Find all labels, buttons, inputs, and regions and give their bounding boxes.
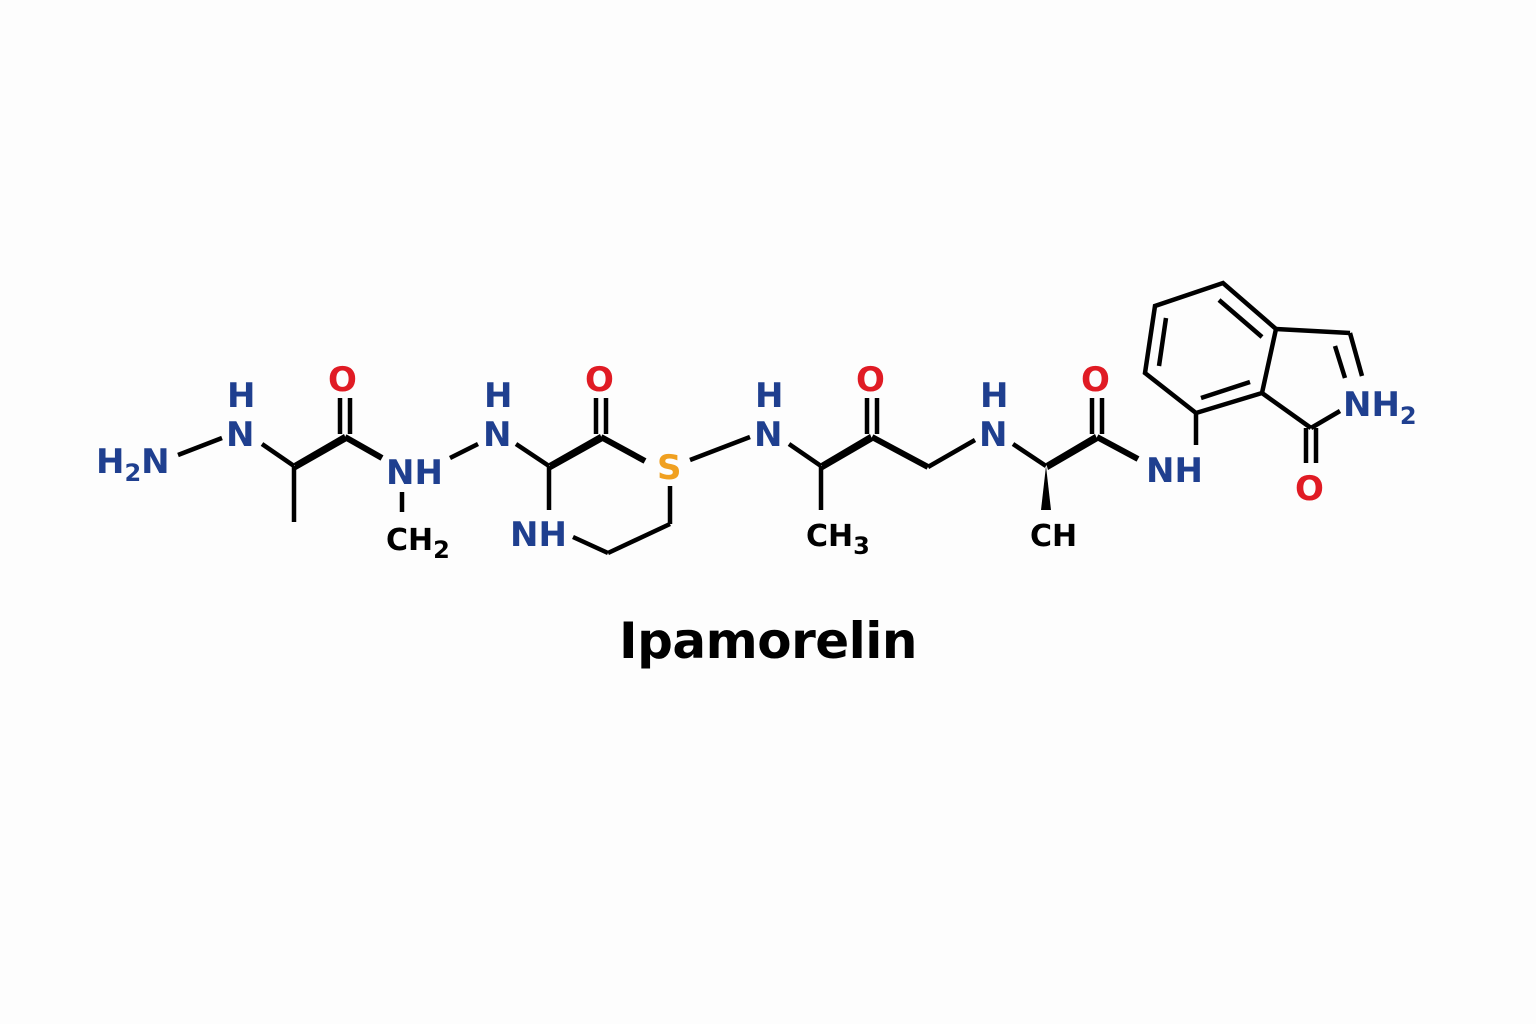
atom-nh-1-h: H xyxy=(227,376,255,416)
bonds xyxy=(177,280,1365,556)
atom-nh-3-n: N xyxy=(483,415,511,455)
atom-o-5: O xyxy=(1295,469,1324,509)
atom-o-4: O xyxy=(1081,360,1110,400)
atom-labels: H2N H N O NH CH2 H N O S NH H N O CH3 H … xyxy=(96,360,1417,564)
atom-ch2: CH2 xyxy=(386,523,450,564)
atom-o-3: O xyxy=(856,360,885,400)
atom-nh-ring: NH xyxy=(510,515,567,555)
atom-nh-3-h: H xyxy=(484,376,512,416)
atom-o-1: O xyxy=(328,360,357,400)
compound-name-title: Ipamorelin xyxy=(618,612,918,670)
atom-s: S xyxy=(657,448,682,488)
atom-nh-5-h: H xyxy=(980,376,1008,416)
atom-nh-4-n: N xyxy=(754,415,782,455)
atom-nh-1-n: N xyxy=(226,415,254,455)
atom-nh2-ring: NH2 xyxy=(1343,385,1417,430)
atom-nh-6: NH xyxy=(1146,451,1203,491)
atom-nh-5-n: N xyxy=(979,415,1007,455)
atom-nh-2: NH xyxy=(386,453,443,493)
atom-ch: CH xyxy=(1030,519,1077,554)
atom-h2n-terminal: H2N xyxy=(96,442,170,487)
atom-o-2: O xyxy=(585,360,614,400)
atom-nh-4-h: H xyxy=(755,376,783,416)
atom-ch3: CH3 xyxy=(806,519,870,560)
